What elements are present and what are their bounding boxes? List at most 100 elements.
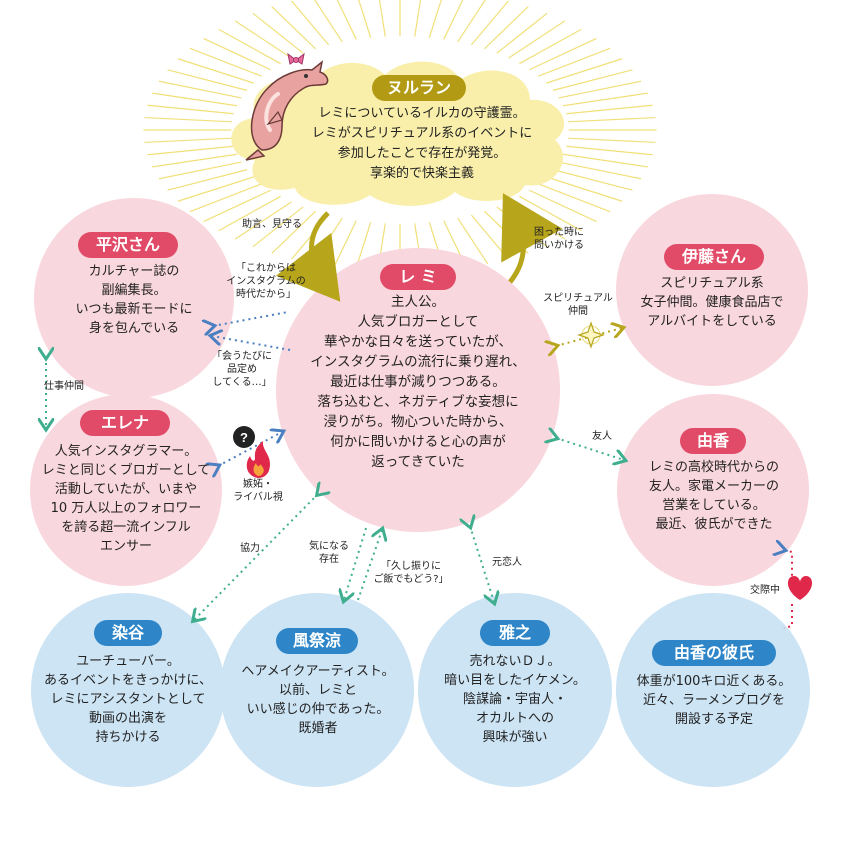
sunburst-ray xyxy=(519,28,582,65)
sunburst-ray xyxy=(568,137,656,144)
sunburst-ray xyxy=(147,104,234,115)
hirasawa-quote-label: 「これからは インスタグラムの 時代だから」 xyxy=(226,263,306,300)
sunburst-ray xyxy=(508,20,566,59)
sunburst-ray xyxy=(167,69,248,91)
erena-node xyxy=(30,394,222,586)
sunburst-ray xyxy=(177,176,255,202)
sunburst-ray xyxy=(558,161,642,180)
sunburst-ray xyxy=(158,161,242,180)
sunburst-ray xyxy=(252,12,304,54)
remi-to-hirasawa-line xyxy=(212,336,291,351)
sunburst-ray xyxy=(152,92,238,107)
sunburst-ray xyxy=(333,220,357,268)
sunburst-ray xyxy=(552,69,633,91)
masayuki-description: 売れないＤＪ。 暗い目をしたイケメン。 陰謀論・宇宙人・ オカルトへの 興味が強… xyxy=(444,654,586,745)
sunburst-ray xyxy=(336,0,357,40)
sunburst-ray xyxy=(470,0,509,46)
sunburst-ray xyxy=(218,28,281,65)
yuka-bf-description: 体重が100キロ近くある。 近々、ラーメンブログを 開設する予定 xyxy=(636,674,792,727)
yuka-bf-name-tag: 由香の彼氏 xyxy=(652,640,776,666)
fusai-remi-line xyxy=(357,530,382,601)
sunburst-ray xyxy=(538,47,611,77)
sunburst-ray xyxy=(457,0,486,43)
dolphin-icon xyxy=(245,52,329,161)
sunburst-ray xyxy=(558,80,642,99)
sunburst-ray xyxy=(271,6,317,50)
question-mark: ? xyxy=(240,430,248,445)
sunburst-ray xyxy=(252,206,304,248)
sunburst-ray xyxy=(203,37,271,71)
sunburst-ray xyxy=(218,195,281,232)
someya-description: ユーチューバー。 あるイベントをきっかけに、 レミにアシスタントとして 動画の出… xyxy=(43,654,213,745)
ask-arrow xyxy=(501,193,563,284)
hirasawa-description: カルチャー誌の 副編集長。 いつも最新モードに 身を包んでいる xyxy=(75,264,193,336)
cooperation-label: 協力 xyxy=(240,543,260,554)
jealousy-label: 嫉妬・ ライバル視 xyxy=(233,479,283,503)
sunburst-ray xyxy=(158,80,242,99)
yuka-bf-line xyxy=(784,550,792,629)
advise-arrow xyxy=(275,211,341,302)
masayuki-name-tag: 雅之 xyxy=(480,620,550,646)
dating-label: 交際中 xyxy=(750,585,780,596)
yuka-node xyxy=(617,394,809,586)
sunburst-ray xyxy=(144,137,232,144)
nuran-description: レミについているイルカの守護霊。 レミがスピリチュアル系のイベントに 参加したこ… xyxy=(311,106,533,181)
friends-label: 友人 xyxy=(592,431,612,442)
yuka-description: レミの高校時代からの 友人。家電メーカーの 営業をしている。 最近、彼氏ができた xyxy=(648,460,779,532)
ito-description: スピリチュアル系 女子仲間。健康食品店で アルバイトをしている xyxy=(640,276,784,329)
sunburst-ray xyxy=(562,92,648,107)
sunburst-ray xyxy=(234,201,292,240)
sunburst-ray xyxy=(538,183,611,213)
work-friends-label: 仕事仲間 xyxy=(44,381,84,392)
heart-icon xyxy=(787,576,813,600)
erena-name-tag: エレナ xyxy=(80,410,170,436)
sunburst-ray xyxy=(152,153,238,168)
sunburst-ray xyxy=(428,0,442,38)
sunburst-ray xyxy=(545,176,623,202)
fusai-description: ヘアメイクアーティスト。 以前、レミと いい感じの仲であった。 既婚者 xyxy=(241,664,395,736)
sunburst-ray xyxy=(470,214,509,260)
sunburst-ray xyxy=(147,145,234,156)
hirasawa-name-tag: 平沢さん xyxy=(78,232,178,258)
sunburst-ray xyxy=(562,153,648,168)
ito-node xyxy=(616,194,808,386)
ask-label: 困った時に 問いかける xyxy=(534,227,584,251)
advise-label: 助言、見守る xyxy=(242,219,302,230)
sunburst-ray xyxy=(443,0,464,40)
someya-node xyxy=(31,593,225,787)
remi-fusai-line xyxy=(344,527,367,600)
sunburst-ray xyxy=(358,0,372,38)
erena-remi-line xyxy=(218,432,282,466)
fusai-name-tag: 風祭涼 xyxy=(276,628,358,654)
sunburst-ray xyxy=(483,6,529,50)
sunburst-ray xyxy=(566,145,653,156)
sunburst-ray xyxy=(496,12,548,54)
yuka-name-tag: 由香 xyxy=(680,428,746,454)
nuran-cloud xyxy=(231,61,565,206)
sunburst-ray xyxy=(545,58,623,84)
remi-masayuki-line xyxy=(470,526,494,602)
fusai-quote-label: 「久し振りに ご飯でもどう?」 xyxy=(373,561,449,585)
sunburst-ray xyxy=(177,58,255,84)
someya-name-tag: 染谷 xyxy=(94,620,162,646)
hirasawa-to-remi-line xyxy=(213,311,289,326)
sunburst-ray xyxy=(189,47,262,77)
remi-name-tag: レ ミ xyxy=(380,264,456,290)
interest-label: 気になる 存在 xyxy=(309,541,349,565)
sunburst-ray xyxy=(378,0,386,37)
sunburst-ray xyxy=(529,189,597,223)
sunburst-ray xyxy=(291,0,330,46)
sunburst-ray xyxy=(529,37,597,71)
ex-lover-label: 元恋人 xyxy=(492,557,522,568)
sunburst-ray xyxy=(234,20,292,59)
spiritual-friends-label: スピリチュアル 仲間 xyxy=(543,293,613,317)
remi-quote-label: 「会うたびに 品定め してくる…」 xyxy=(212,351,272,388)
sunburst-ray xyxy=(314,0,343,43)
flame-icon xyxy=(246,441,270,478)
sparkle-icon xyxy=(577,321,605,349)
sunburst-ray xyxy=(167,169,248,191)
sunburst-ray xyxy=(203,189,271,223)
sunburst-ray xyxy=(414,0,422,37)
erena-description: 人気インスタグラマー。 レミと同じくブロガーとして 活動していたが、いまや 10… xyxy=(41,444,211,554)
masayuki-node xyxy=(418,593,612,787)
